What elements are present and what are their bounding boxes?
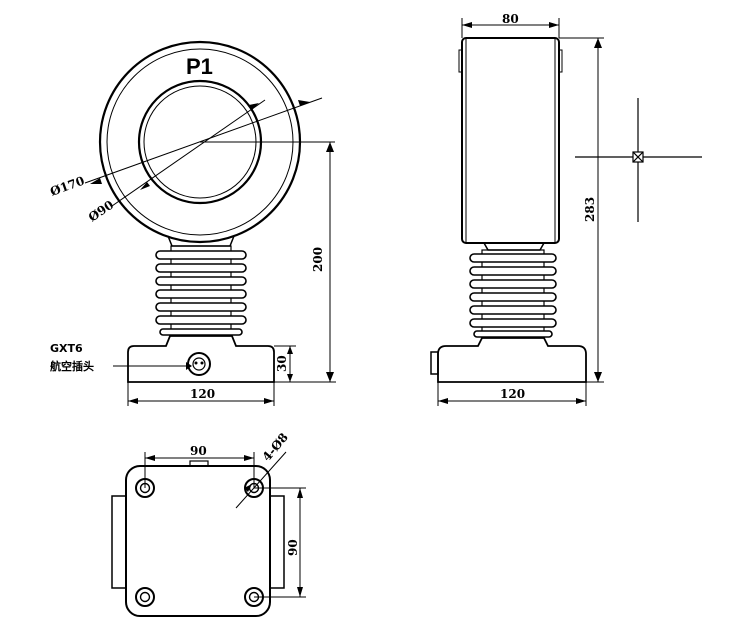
hole-dim-label: 4-Ø8 [260,430,291,464]
shed-6 [155,315,247,325]
arrow-inner-left [140,182,150,190]
side-height-283-label: 283 [583,197,597,222]
terminal-label-name: 航空插头 [50,359,94,373]
side-connector [430,351,439,375]
bottom-top-tab [189,460,209,467]
shed-1 [155,250,247,260]
bottom-lug-right [269,495,285,589]
side-insulator-sheds [469,249,557,339]
outer-diameter-label: Ø170 [48,174,86,199]
front-view [84,40,336,406]
shed-3 [155,276,247,286]
width-120-label: 120 [190,387,215,401]
shed-4 [155,289,247,299]
terminal-label-model: GXT6 [50,342,83,355]
mounting-hole-icon [135,587,155,607]
hole-spacing-x-label: 90 [190,444,207,458]
hole-leader [235,451,287,509]
arrow-outer-right [298,100,310,106]
height-30-label: 30 [275,355,289,372]
hole-spacing-y-label: 90 [286,539,300,556]
arrow-inner-right [249,103,259,110]
arrow-outer-left [90,178,102,184]
shed-5 [155,302,247,312]
side-ring-body [461,37,560,244]
shed-2 [155,263,247,273]
side-width-80-label: 80 [502,12,519,26]
shed-7 [159,328,243,336]
ring-title: P1 [186,54,213,79]
crosshair-icon [575,98,702,222]
diameter-leader-inner [111,99,266,207]
side-base [437,337,587,383]
inner-diameter-label: Ø90 [86,198,116,225]
insulator-sheds [155,245,247,337]
diameter-leader-outer [84,97,323,184]
bottom-view [111,451,306,617]
side-width-120-label: 120 [500,387,525,401]
height-200-label: 200 [311,247,325,272]
mounting-holes [135,478,264,607]
bottom-lug-left [111,495,127,589]
side-view [430,18,702,406]
